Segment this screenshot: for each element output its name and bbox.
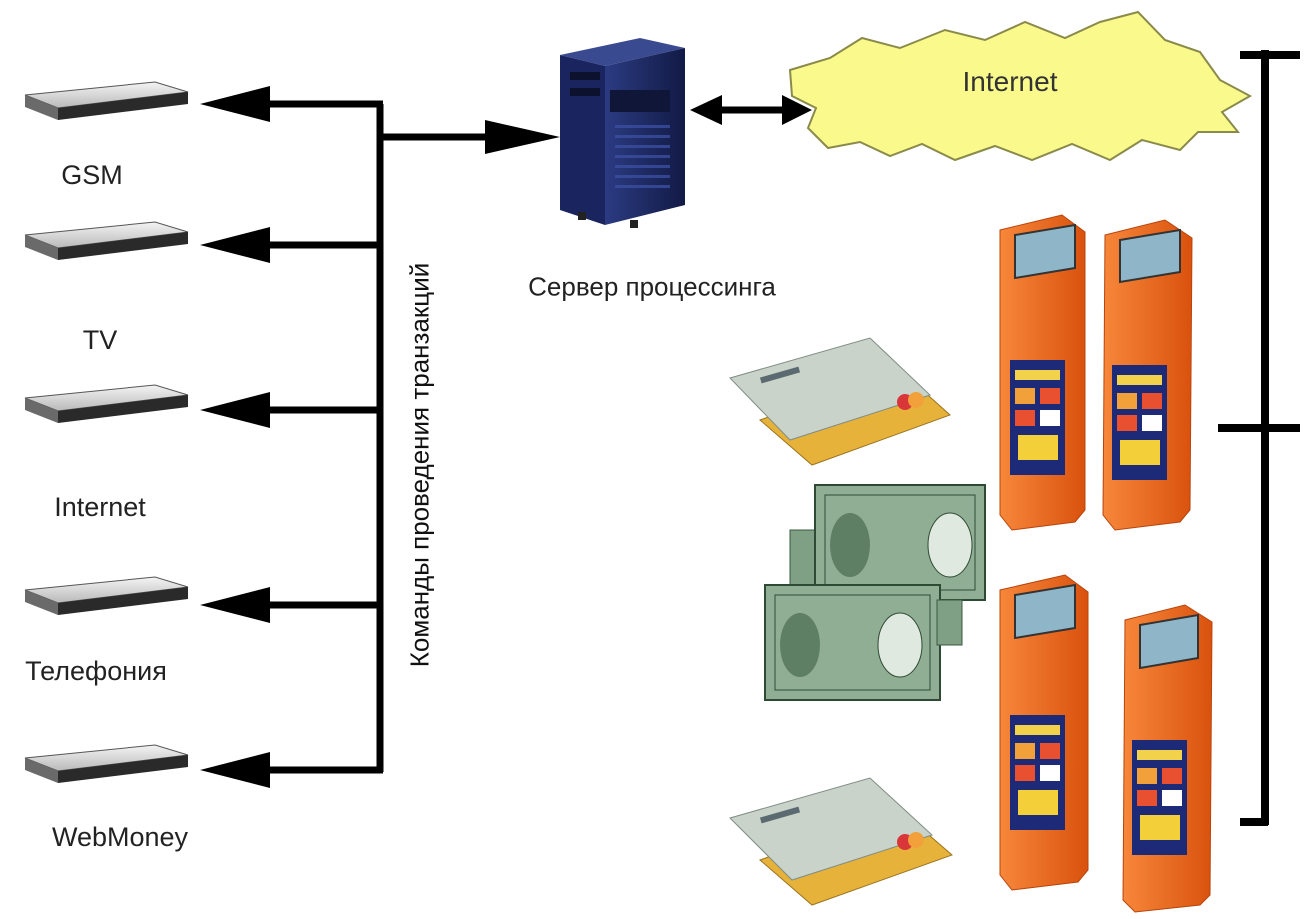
internet-cloud-label: Internet xyxy=(962,66,1058,97)
bus-caption: Команды проведения транзакций xyxy=(404,262,435,668)
provider-server-webmoney xyxy=(24,744,189,783)
arrow-to-tv xyxy=(200,227,383,263)
provider-label-gsm: GSM xyxy=(61,160,123,190)
payment-kiosk-2 xyxy=(1102,219,1193,531)
server-internet-link xyxy=(690,95,812,125)
provider-server-tv xyxy=(24,221,189,260)
internet-cloud-icon xyxy=(788,10,1253,162)
processing-server-icon xyxy=(560,38,685,228)
provider-label-webmoney: WebMoney xyxy=(51,822,189,852)
terminal-bus xyxy=(1218,50,1300,826)
provider-server-telephony xyxy=(24,576,189,615)
transaction-bus xyxy=(376,104,560,772)
provider-server-gsm xyxy=(24,81,189,120)
banknotes xyxy=(764,484,986,701)
arrow-to-telephony xyxy=(200,587,383,623)
arrow-to-gsm xyxy=(200,86,383,122)
server-label: Сервер процессинга xyxy=(528,271,776,302)
arrow-to-internet xyxy=(200,392,383,428)
arrow-to-webmoney xyxy=(200,752,383,788)
payment-kiosk-3 xyxy=(999,574,1089,891)
provider-label-tv: TV xyxy=(82,325,118,355)
payment-kiosk-4 xyxy=(1122,604,1213,913)
payment-kiosk-1 xyxy=(999,214,1086,531)
provider-server-internet xyxy=(24,384,189,423)
credit-cards-bottom xyxy=(729,777,953,906)
provider-label-internet: Internet xyxy=(54,492,146,522)
credit-cards-top xyxy=(729,337,951,466)
provider-label-telephony: Телефония xyxy=(25,656,167,686)
